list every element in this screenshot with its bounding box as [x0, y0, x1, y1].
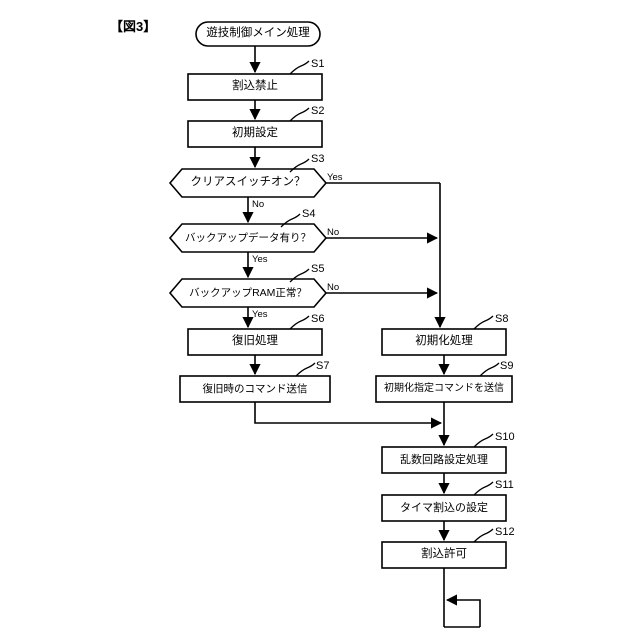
node-s11-shape: [381, 494, 507, 522]
node-s4-shape: [168, 223, 328, 253]
edge-label-s3-yes: Yes: [327, 172, 343, 183]
node-start-shape: [195, 21, 321, 47]
step-label-s5: S5: [311, 263, 325, 275]
node-s10-shape: [381, 446, 507, 474]
node-s8-shape: [381, 328, 507, 356]
step-label-s9: S9: [500, 360, 514, 372]
edge-label-s5-no: No: [327, 282, 340, 293]
step-label-s8: S8: [495, 313, 509, 325]
node-s3-shape: [168, 168, 328, 198]
step-label-s4: S4: [302, 208, 316, 220]
step-label-s1: S1: [311, 58, 325, 70]
node-s1-shape: [187, 73, 323, 101]
node-s9-shape: [375, 375, 513, 403]
step-label-s10: S10: [495, 431, 515, 443]
node-s2-shape: [187, 120, 323, 148]
step-label-s11: S11: [495, 479, 514, 491]
edge-label-s3-no: No: [252, 199, 265, 210]
edge-label-s5-yes: Yes: [252, 309, 268, 320]
node-s7-shape: [179, 375, 331, 403]
node-s12-shape: [381, 541, 507, 569]
step-label-s6: S6: [311, 313, 325, 325]
step-label-s12: S12: [495, 526, 515, 538]
step-label-s3: S3: [311, 153, 325, 165]
edge-s7-to-merge: [254, 402, 443, 429]
node-s6-shape: [187, 328, 323, 356]
edge-label-s4-no: No: [327, 227, 340, 238]
step-label-s7: S7: [316, 360, 330, 372]
edge-loop-return: [445, 594, 481, 627]
figure-number-label: 【図3】: [110, 19, 157, 34]
node-s5-shape: [168, 278, 328, 308]
edge-label-s4-yes: Yes: [252, 254, 268, 265]
step-label-s2: S2: [311, 105, 325, 117]
